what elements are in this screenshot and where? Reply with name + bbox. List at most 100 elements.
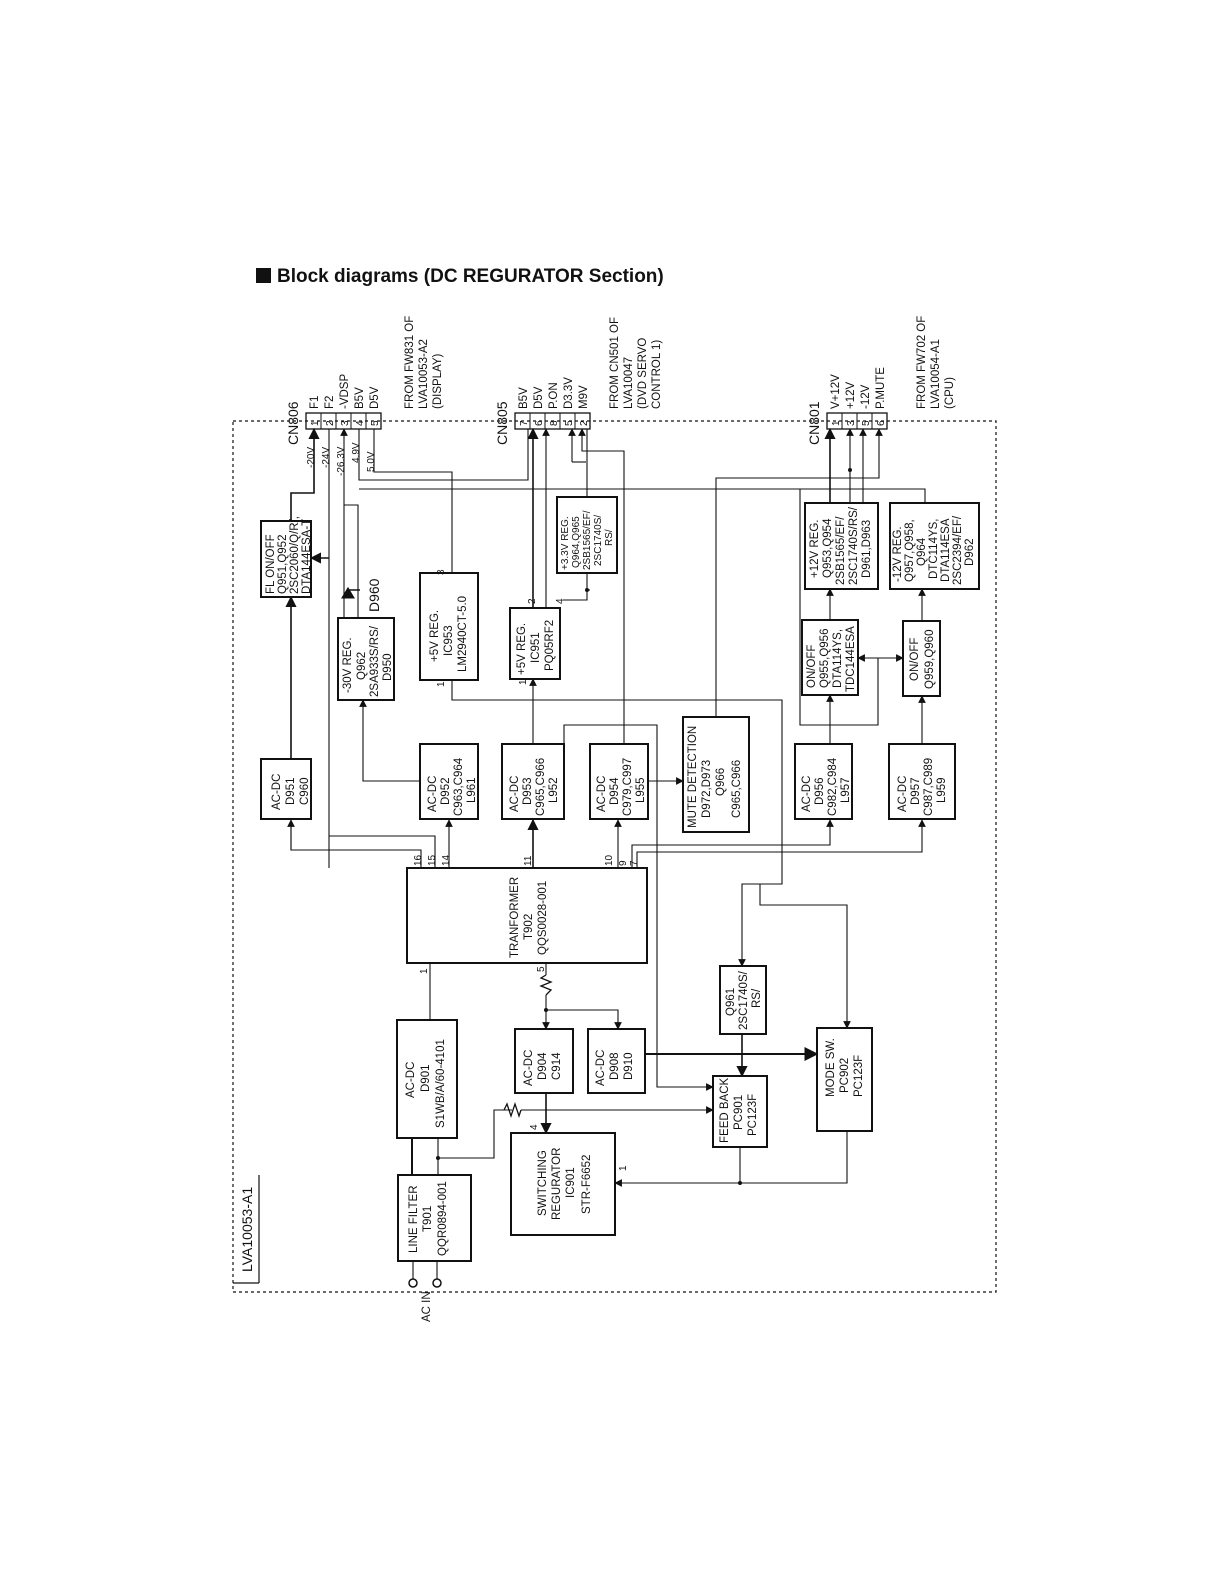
cn806-name: CN806 (285, 401, 301, 445)
resistor-feedback-icon (503, 1101, 522, 1119)
reg-33v-label: +3.3V REG. (560, 516, 571, 570)
ac-dc-d954-label: L955 (635, 777, 647, 803)
reg-m30v-label: D950 (382, 654, 394, 682)
reg-12v-label: Q953,Q954 (822, 518, 834, 578)
t902-pin: 11 (523, 855, 534, 866)
t902-pin: 1 (419, 968, 430, 974)
ac-dc-d952-label: D952 (440, 778, 452, 806)
mode-sw-label: PC123F (853, 1055, 865, 1097)
transformer-block (406, 867, 648, 964)
feedback-label: PC901 (733, 1095, 745, 1130)
ac-in-terminal-icon (408, 1278, 418, 1288)
cn801-pin-num: 1 (831, 420, 842, 426)
switching-regulator-block (510, 1132, 616, 1236)
cn806-pin-num: 5 (370, 420, 381, 426)
cn805-name: CN805 (494, 401, 510, 445)
ac-dc-d957-label: L959 (936, 777, 948, 803)
cn805-from: LVA10047 (623, 357, 635, 409)
reg-5v-ic951-label: IC951 (530, 632, 542, 663)
ac-dc-d951-block (260, 758, 312, 820)
cn801-signal: V+12V (830, 374, 842, 409)
ac-dc-d904-label: D904 (537, 1052, 549, 1080)
cn806-from: (DISPLAY) (432, 353, 444, 409)
ac-dc-d951-label: D951 (285, 778, 297, 806)
reg-12v-label: +12V REG. (809, 520, 821, 579)
transformer-label: QQS0028-001 (537, 881, 549, 955)
t902-pin: 16 (413, 854, 424, 866)
mode-sw-label: PC902 (839, 1058, 851, 1093)
ac-dc-d954-label: D954 (609, 777, 621, 805)
switching-regulator-label: REGURATOR (551, 1148, 563, 1220)
cn806-voltage: -24V (321, 447, 332, 468)
ac-dc-d908-label: D908 (609, 1053, 621, 1081)
onoff-q959-label: ON/OFF (909, 638, 921, 681)
mute-detection-label: Q966 (715, 768, 727, 796)
board-outline (232, 420, 997, 1293)
q961-label: Q961 (725, 988, 737, 1016)
cn801-signal: +12V (845, 381, 857, 409)
t902-pin: 10 (604, 854, 615, 866)
title-bullet-icon (256, 268, 271, 283)
cn806-voltage: -20V (306, 447, 317, 468)
cn805-signal: M9V (578, 385, 590, 409)
ac-dc-d901-label: D901 (420, 1065, 432, 1093)
ac-in-label: AC IN (421, 1291, 433, 1322)
feedback-label: FEED BACK (719, 1077, 731, 1143)
reg-12v-label: 2SC1740S/RS/ (848, 506, 860, 585)
ac-dc-d951-label: C960 (299, 778, 311, 806)
ac-dc-d954-label: C979,C997 (622, 758, 634, 816)
reg-m12v-label: -12V REG. (892, 526, 904, 582)
reg-5v-ic953-block (419, 572, 479, 681)
cn806-signal: -VDSP (339, 374, 351, 409)
reg-5v-ic953-label: +5V REG. (429, 610, 441, 662)
fl-onoff-label: DTA144ESA-T (301, 519, 313, 594)
reg-5v-ic951-label: PQ05RF2 (544, 620, 556, 671)
fl-onoff-label: 2SC2060/Q/R/, (289, 516, 301, 594)
cn805-pin-num: 2 (579, 420, 590, 426)
reg-33v-label: Q964,Q965 (571, 516, 582, 568)
ac-dc-d957-label: C987,C989 (923, 758, 935, 816)
board-label: LVA10053-A1 (239, 1187, 255, 1272)
ic951-pin: 4 (555, 598, 566, 604)
cn805-signal: P.ON (548, 382, 560, 409)
ic953-pin: 3 (436, 569, 447, 575)
title-text: Block diagrams (DC REGURATOR Section) (277, 266, 664, 287)
connector-cn805: CN805 7 6 8 5 2 B5V D5V P.ON D3.3V M9V F… (494, 317, 663, 445)
onoff-q959-label: Q959,Q960 (924, 630, 936, 689)
cn806-voltage: -26.3V (336, 446, 347, 476)
reg-m12v-label: DTC114YS, (928, 518, 940, 579)
ac-dc-d953-label: C965,C966 (535, 758, 547, 816)
cn801-pin-num: 6 (876, 420, 887, 426)
onoff-q955-label: Q955,Q956 (819, 629, 831, 688)
q961-label: 2SC1740S/ (738, 970, 750, 1030)
connector-cn801: CN801 1 3 5 6 V+12V +12V -12V P.MUTE FRO… (806, 316, 956, 445)
t902-pin: 9 (618, 860, 629, 866)
cn805-pin-num: 8 (549, 420, 560, 426)
line-filter-label: QQR0894-001 (437, 1181, 449, 1256)
reg-m30v-label: -30V REG. (342, 637, 354, 693)
mode-sw-label: MODE SW. (825, 1038, 837, 1097)
ac-dc-d953-label: AC-DC (509, 776, 521, 812)
cn801-signal: P.MUTE (875, 367, 887, 409)
q961-label: RS/ (751, 988, 763, 1008)
reg-m12v-block (889, 502, 980, 590)
ac-dc-d957-label: D957 (910, 778, 922, 806)
switching-regulator-label: IC901 (565, 1167, 577, 1198)
reg-5v-ic953-label: LM2940CT-5.0 (457, 596, 469, 672)
cn806-pin-num: 3 (340, 420, 351, 426)
ac-dc-d952-label: C963,C964 (453, 757, 465, 816)
cn801-from: LVA10054-A1 (930, 339, 942, 409)
cn801-from: FROM FW702 OF (916, 316, 928, 409)
mute-detection-label: C965,C966 (731, 760, 743, 818)
ac-dc-d952-label: AC-DC (427, 776, 439, 812)
reg-12v-block (804, 502, 879, 590)
junction-dots (436, 468, 852, 1185)
connector-cn806: CN806 1 2 3 4 5 F1 F2 -VDSP B5V D5V -20V… (285, 316, 444, 476)
mute-detection-label: D972,D973 (701, 760, 713, 818)
ac-dc-d954-label: AC-DC (596, 776, 608, 812)
cn801-pin-num: 5 (861, 420, 872, 426)
mute-detection-label: MUTE DETECTION (687, 726, 699, 828)
ac-dc-d904-label: AC-DC (523, 1050, 535, 1086)
transformer-label: TRANFORMER (509, 877, 521, 958)
